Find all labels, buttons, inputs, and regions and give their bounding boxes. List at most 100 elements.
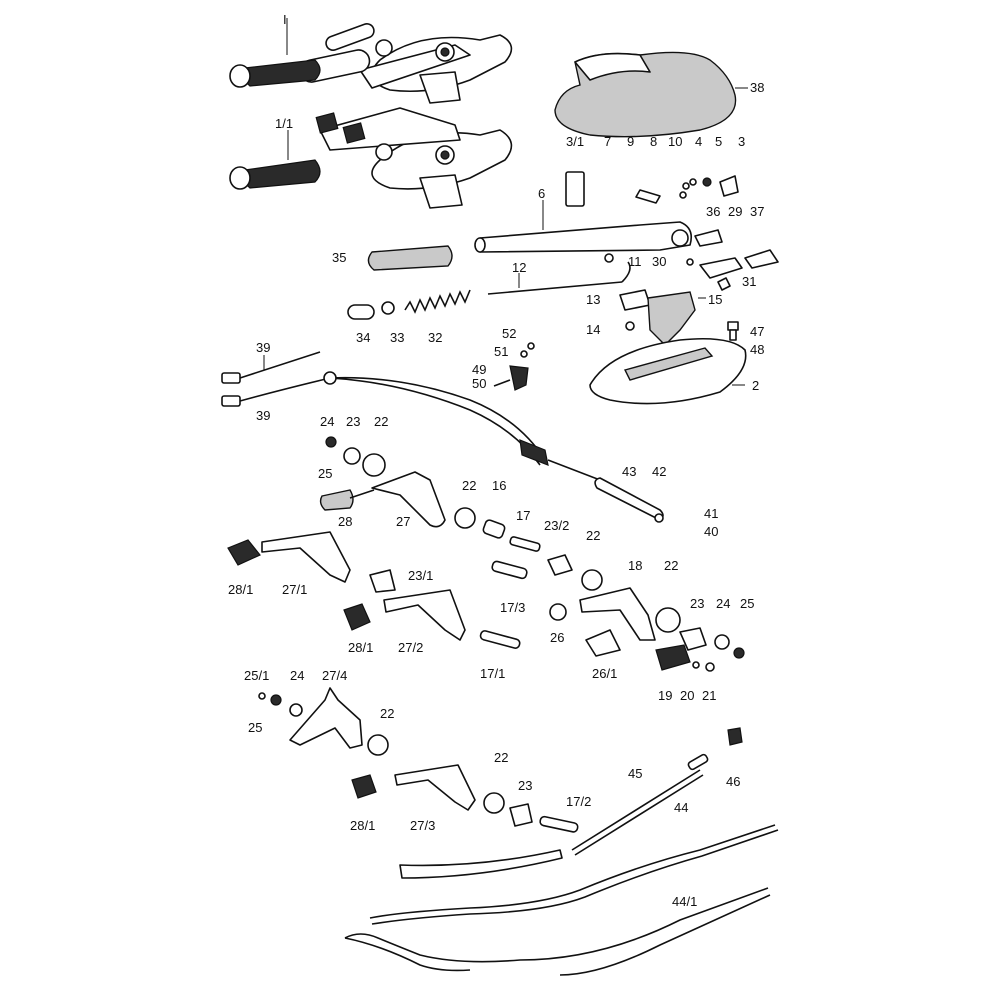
cables-44 [344,824,779,976]
label-22-a: 22 [374,414,388,429]
label-26: 26 [550,630,564,645]
label-33: 33 [390,330,404,345]
label-3: 3 [738,134,745,149]
handbrake-assembly-1-1 [229,107,513,209]
lever-27-4-group [258,687,389,756]
label-43: 43 [622,464,636,479]
label-11: 11 [628,254,642,269]
label-38: 38 [750,80,764,95]
label-49: 49 [472,362,486,377]
label-17-3: 17/3 [500,600,525,615]
label-34: 34 [356,330,370,345]
label-27: 27 [396,514,410,529]
washer-group-a [325,436,386,477]
label-24-c: 24 [290,668,304,683]
label-25-1: 25/1 [244,668,269,683]
label-23-b: 23 [690,596,704,611]
hand-lever [474,200,693,253]
pin-17-3 [491,560,528,580]
label-28: 28 [338,514,352,529]
label-17-1: 17/1 [480,666,505,681]
part-23-1 [369,569,396,593]
label-50: 50 [472,376,486,391]
label-16: 16 [492,478,506,493]
label-36: 36 [706,204,720,219]
label-9: 9 [627,134,634,149]
label-26-1: 26/1 [592,666,617,681]
label-25-a: 25 [318,466,332,481]
label-27-4: 27/4 [322,668,347,683]
label-13: 13 [586,292,600,307]
label-40: 40 [704,524,718,539]
label-2: 2 [752,378,759,393]
label-18: 18 [628,558,642,573]
label-39-top: 39 [256,340,270,355]
label-32: 32 [428,330,442,345]
label-6: 6 [538,186,545,201]
label-47: 47 [750,324,764,339]
label-22-c: 22 [586,528,600,543]
lever-27-3-group [351,764,579,833]
label-30: 30 [652,254,666,269]
label-25-b: 25 [740,596,754,611]
label-23-a: 23 [346,414,360,429]
base-plate [589,337,747,405]
label-46: 46 [726,774,740,789]
label-22-d: 22 [664,558,678,573]
label-10: 10 [668,134,682,149]
label-51: 51 [494,344,508,359]
label-35: 35 [332,250,346,265]
pawl-and-segment [619,289,706,346]
label-23-2: 23/2 [544,518,569,533]
label-23-1: 23/1 [408,568,433,583]
label-44: 44 [674,800,688,815]
lever-27-1 [227,531,351,583]
label-19: 19 [658,688,672,703]
lever-27-2 [343,589,466,641]
label-17: 17 [516,508,530,523]
label-42: 42 [652,464,666,479]
grip [367,245,453,271]
washer-pin-16-17 [454,507,603,591]
release-rod [487,253,631,295]
lever-18 [549,587,745,672]
lever-27 [319,471,446,528]
callout-labels: I 1/1 38 3/1 7 9 8 10 4 5 3 6 36 29 37 3… [228,12,764,909]
small-parts-top [565,171,779,291]
label-15: 15 [708,292,722,307]
label-28-1-b: 28/1 [348,640,373,655]
clip-parts [493,342,535,391]
rubber-boot [554,51,748,138]
label-27-3: 27/3 [410,818,435,833]
label-44-1: 44/1 [672,894,697,909]
brake-cables [221,351,601,481]
label-39-bottom: 39 [256,408,270,423]
label-1-1: 1/1 [275,116,293,131]
label-4: 4 [695,134,702,149]
label-7: 7 [604,134,611,149]
label-25-c: 25 [248,720,262,735]
label-37: 37 [750,204,764,219]
label-24-a: 24 [320,414,334,429]
label-41: 41 [704,506,718,521]
label-5: 5 [715,134,722,149]
label-22-f: 22 [494,750,508,765]
label-14: 14 [586,322,600,337]
cable-45 [399,727,743,879]
label-8: 8 [650,134,657,149]
label-12: 12 [512,260,526,275]
label-29: 29 [728,204,742,219]
label-20: 20 [680,688,694,703]
label-28-1-c: 28/1 [350,818,375,833]
label-I: I [283,12,287,27]
label-28-1-a: 28/1 [228,582,253,597]
label-27-2: 27/2 [398,640,423,655]
label-45: 45 [628,766,642,781]
label-48: 48 [750,342,764,357]
label-27-1: 27/1 [282,582,307,597]
label-17-2: 17/2 [566,794,591,809]
guide-tube [594,477,664,523]
label-31: 31 [742,274,756,289]
pin-17-1 [479,630,521,649]
